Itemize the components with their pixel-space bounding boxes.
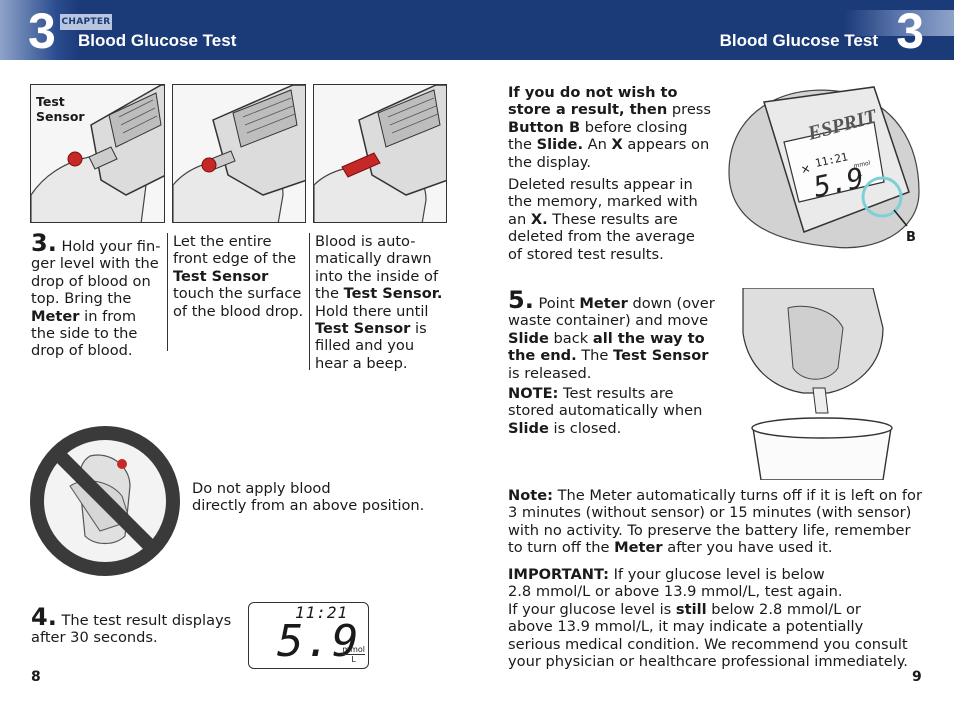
- step4-text: 4. The test result displays after 30 sec…: [31, 603, 232, 647]
- meter-unit-bottom: L: [858, 170, 863, 178]
- auto-off-note: Note: The Meter automatically turns off …: [508, 487, 922, 557]
- step3-column-1: 3. Hold your fin-ger level with the drop…: [31, 229, 161, 360]
- test-sensor-callout: Test Sensor: [36, 94, 85, 124]
- meter-finger-illustration-1: [31, 85, 164, 222]
- important-paragraph: IMPORTANT: If your glucose level is belo…: [508, 566, 908, 671]
- step3-number: 3.: [31, 229, 57, 257]
- chapter-number-right: 3: [896, 3, 924, 59]
- display-time: 11:21: [295, 603, 349, 622]
- button-b-highlight: [861, 176, 903, 218]
- photo-finger-meter-3: [313, 84, 447, 223]
- column-divider-1: [167, 233, 168, 351]
- right-page-title: Blood Glucose Test: [719, 31, 878, 50]
- warning-text: Do not apply blood directly from an abov…: [192, 480, 425, 515]
- header-gradient-right: [844, 10, 954, 36]
- left-page-title: Blood Glucose Test: [78, 31, 237, 50]
- photo-finger-meter-1: Test Sensor: [30, 84, 165, 223]
- meter-illustration: ESPRIT 11:21 5.9 ✕ mmol L: [728, 86, 920, 249]
- prohibition-icon: [30, 426, 180, 576]
- note-stored-automatically: NOTE: Test results are stored automatica…: [508, 385, 703, 437]
- step3-column-2: Let the entire front edge of the Test Se…: [173, 233, 304, 320]
- eject-sensor-image: [733, 287, 903, 481]
- page-number-right: 9: [912, 669, 922, 685]
- step5-number: 5.: [508, 286, 534, 314]
- eject-illustration: [742, 287, 893, 481]
- meter-unit: mmol: [853, 159, 871, 169]
- step5-text: 5. Point Meter down (over waste containe…: [508, 286, 715, 382]
- meter-finger-illustration-3: [314, 85, 446, 222]
- display-unit: mmol L: [342, 645, 365, 664]
- chapter-label: CHAPTER: [60, 14, 112, 30]
- delete-x-mark: ✕: [800, 162, 812, 177]
- step4-number: 4.: [31, 603, 57, 631]
- chapter-header: 3 CHAPTER Blood Glucose Test Blood Gluco…: [0, 0, 954, 60]
- display-value: 5.9: [277, 616, 360, 667]
- no-apply-from-above-image: [30, 426, 180, 576]
- page-number-left: 8: [31, 669, 41, 685]
- photo-finger-meter-2: [172, 84, 306, 223]
- meter-display: 11:21 5.9 mmol L: [248, 602, 369, 669]
- button-b-label: B: [906, 230, 916, 245]
- deleted-results-paragraph: Deleted results appear in the memory, ma…: [508, 176, 698, 263]
- meter-finger-illustration-2: [173, 85, 305, 222]
- chapter-number: 3: [28, 3, 56, 59]
- column-divider-2: [309, 233, 310, 370]
- header-gradient-left: [0, 0, 80, 60]
- meter-with-button-b-image: ESPRIT 11:21 5.9 ✕ mmol L B: [724, 82, 924, 252]
- delete-result-paragraph: If you do not wish to store a result, th…: [508, 84, 712, 171]
- step3-column-3: Blood is auto-matically drawn into the i…: [315, 233, 443, 372]
